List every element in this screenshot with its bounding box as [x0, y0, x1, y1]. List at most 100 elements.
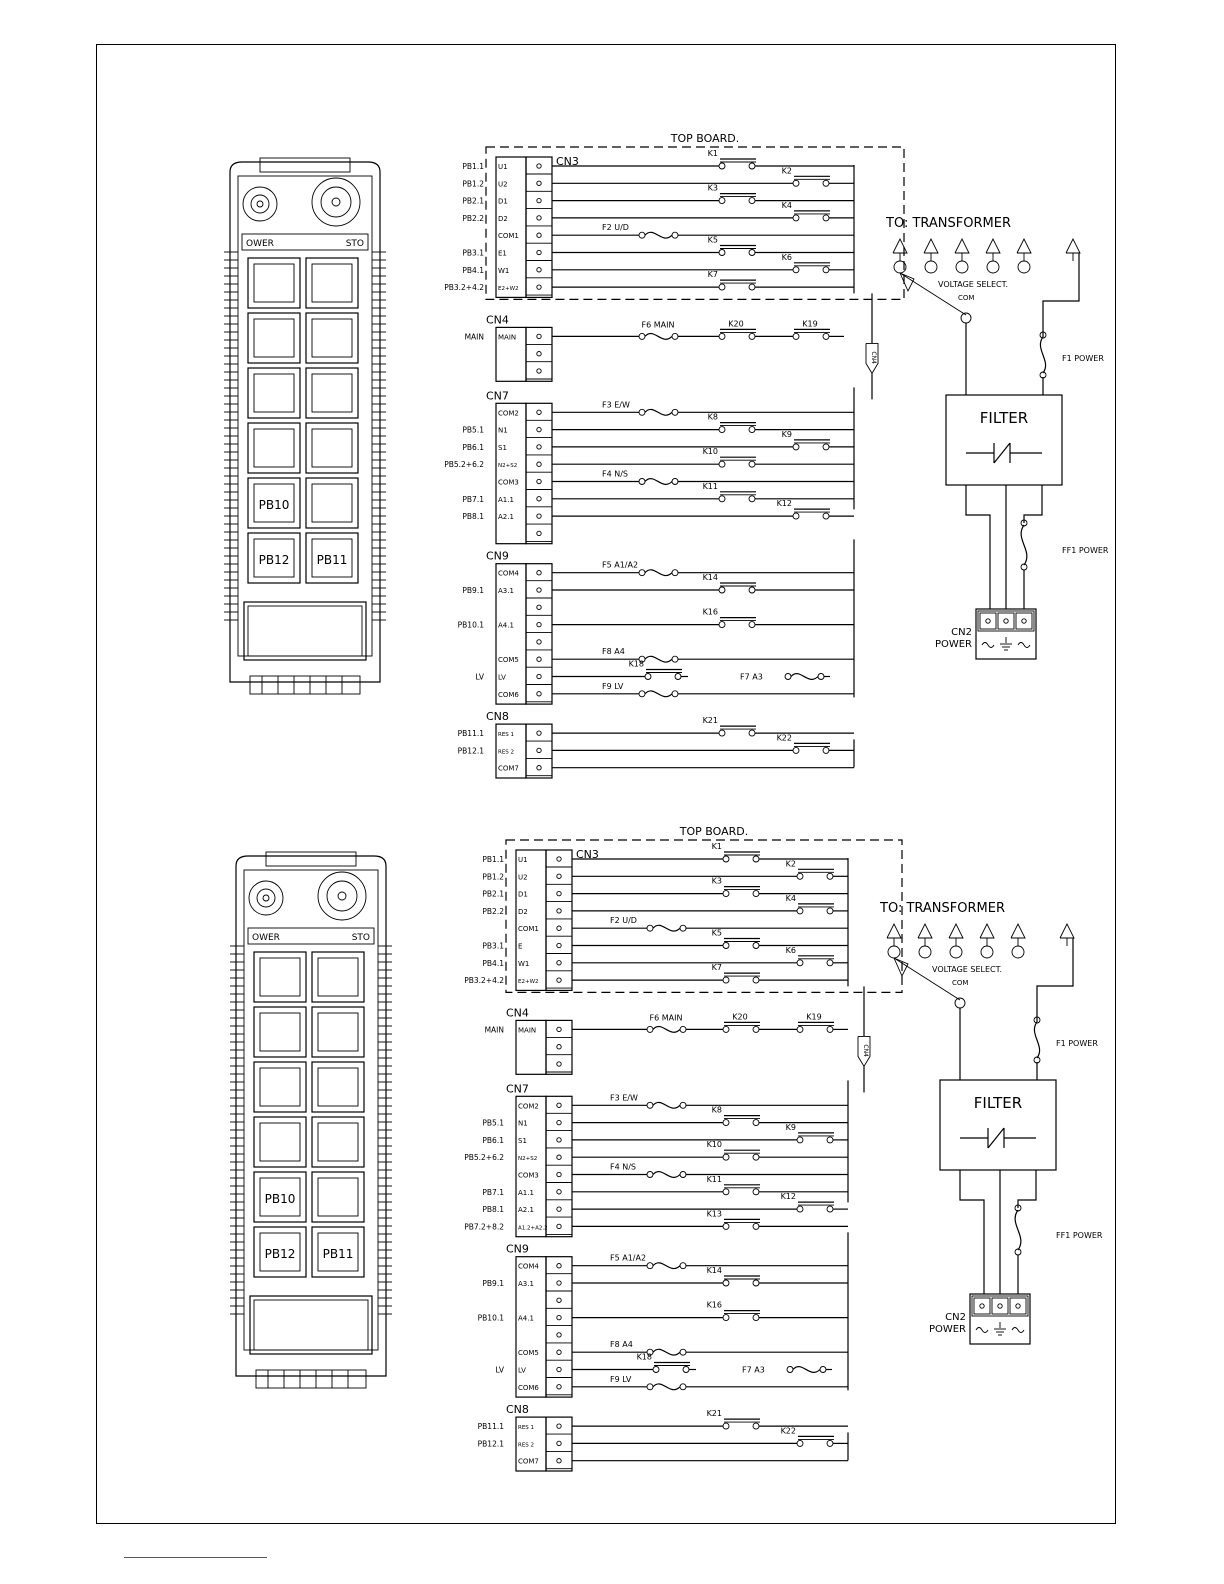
- relay-k1-contact-a: [722, 855, 730, 863]
- terminal-screw: [556, 1263, 562, 1269]
- to-transformer-label: TO: TRANSFORMER: [879, 901, 1005, 916]
- fuse-end-b: [671, 690, 679, 698]
- external-wire-label: MAIN: [485, 1025, 504, 1034]
- ac-symbol-right: [1017, 642, 1031, 648]
- cn2-terminal-cell: [1015, 612, 1033, 630]
- pin-label: D2: [518, 908, 528, 916]
- push-button-cap: [317, 1012, 359, 1052]
- fuse-label: F8 A4: [610, 1340, 633, 1349]
- relay-k4-contact-b: [822, 214, 830, 222]
- pin-label: COM7: [518, 1458, 539, 1466]
- relay-k22-contact-b: [826, 1439, 834, 1447]
- pin-label: COM5: [498, 656, 519, 664]
- terminal-screw: [536, 765, 542, 771]
- schematic-2: TOP BOARD.CN3U1PB1.1K1U2PB1.2K2D1PB2.1K3…: [464, 825, 1103, 1472]
- terminal-screw: [556, 1137, 562, 1143]
- relay-label: K12: [781, 1192, 796, 1201]
- relay-k4-contact-b: [826, 907, 834, 915]
- terminal-screw: [556, 1423, 562, 1429]
- external-wire-label: PB7.1: [482, 1188, 504, 1197]
- top-board-label: TOP BOARD.: [670, 132, 739, 145]
- terminal-screw: [556, 1297, 562, 1303]
- cn2-terminal-cell: [1009, 1297, 1027, 1315]
- tap-terminal: [1017, 260, 1031, 274]
- fuse-wave: [652, 924, 681, 932]
- push-button-cap: [253, 373, 295, 413]
- tap-terminal: [949, 945, 963, 959]
- relay-k16-contact-b: [752, 1314, 760, 1322]
- push-button-cap: [253, 318, 295, 358]
- external-wire-label: PB9.1: [482, 1279, 504, 1288]
- relay-k11-contact-a: [722, 1188, 730, 1196]
- power-label: OWER: [246, 239, 274, 249]
- push-button-frame: [253, 951, 307, 1003]
- pendant-bottom-clip: [255, 1369, 367, 1389]
- relay-k1-contact-a: [718, 162, 726, 170]
- fuse-ff1-power: [1020, 524, 1028, 566]
- connector-cn4-terminal-strip: [525, 326, 553, 382]
- external-wire-label: PB11.1: [458, 729, 485, 738]
- terminal-screw: [536, 426, 542, 433]
- connector-cn4-label: CN4: [486, 313, 509, 326]
- relay-label: K10: [707, 1140, 722, 1149]
- fuse-wave: [644, 569, 673, 577]
- pendant-top-cap: [259, 157, 351, 173]
- power-key-switch: [242, 186, 278, 222]
- push-button-frame: [247, 477, 301, 529]
- connector-cn9-pin-box: [495, 563, 527, 705]
- terminal-screw: [536, 163, 542, 169]
- tap-terminal: [980, 945, 994, 959]
- terminal-screw: [556, 908, 562, 914]
- pendant-display-window: [243, 601, 367, 661]
- relay-k9-contact-a: [792, 443, 800, 451]
- external-wire-label: PB5.1: [462, 426, 484, 435]
- fuse-end-b: [671, 478, 679, 485]
- terminal-screw: [556, 856, 562, 862]
- relay-label: K20: [732, 1012, 747, 1021]
- terminal-screw: [556, 1349, 562, 1355]
- relay-k13-contact-b: [752, 1222, 760, 1230]
- terminal-screw: [556, 1384, 562, 1390]
- connector-cn3-terminal-strip: [525, 156, 553, 298]
- power-key-switch-core: [250, 194, 270, 214]
- push-button-frame: [247, 532, 301, 584]
- terminal-screw: [556, 1366, 562, 1373]
- external-wire-label: PB12.1: [478, 1439, 505, 1448]
- relay-k5-contact-b: [748, 249, 756, 256]
- relay-label: K9: [786, 1123, 796, 1132]
- terminal-screw: [556, 1154, 562, 1160]
- fuse-end-a: [646, 1101, 654, 1109]
- top-board-dashed-boundary: [505, 839, 903, 993]
- pin-label: N1: [498, 427, 508, 435]
- pin-label: MAIN: [518, 1026, 536, 1034]
- push-button-frame: [253, 1171, 307, 1223]
- terminal-screw: [536, 444, 542, 450]
- fuse-end-a: [638, 408, 646, 416]
- pin-label: COM3: [518, 1172, 539, 1180]
- connector-cn9-terminal-strip: [525, 563, 553, 705]
- connector-cn9-label: CN9: [506, 1243, 529, 1256]
- relay-k14-contact-b: [748, 586, 756, 594]
- pin-label: E1: [498, 250, 507, 258]
- stop-label: STO: [346, 239, 364, 249]
- relay-k3-contact-b: [748, 197, 756, 205]
- terminal-screw: [556, 1189, 562, 1195]
- external-wire-label: PB1.2: [482, 872, 504, 881]
- push-button-frame: [305, 532, 359, 584]
- relay-label: K3: [712, 877, 722, 886]
- relay-k5-contact-a: [718, 249, 726, 256]
- transformer-tap-arrow: [1059, 922, 1075, 939]
- push-button-frame: [311, 1116, 365, 1168]
- fuse-wave: [644, 655, 673, 663]
- fuse-end-a: [638, 478, 646, 485]
- relay-k3-contact-b: [752, 890, 760, 898]
- relay-k3-contact-a: [722, 890, 730, 898]
- connector-cn3-pin-box: [515, 849, 547, 991]
- transformer-tap-arrow: [892, 237, 908, 254]
- external-wire-label: PB1.2: [462, 179, 484, 188]
- relay-k10-contact-a: [718, 460, 726, 468]
- fuse-f6-main-end-a: [638, 332, 646, 340]
- terminal-screw: [556, 1458, 562, 1464]
- terminal-screw: [536, 604, 542, 610]
- connector-cn7-pin-box: [495, 402, 527, 545]
